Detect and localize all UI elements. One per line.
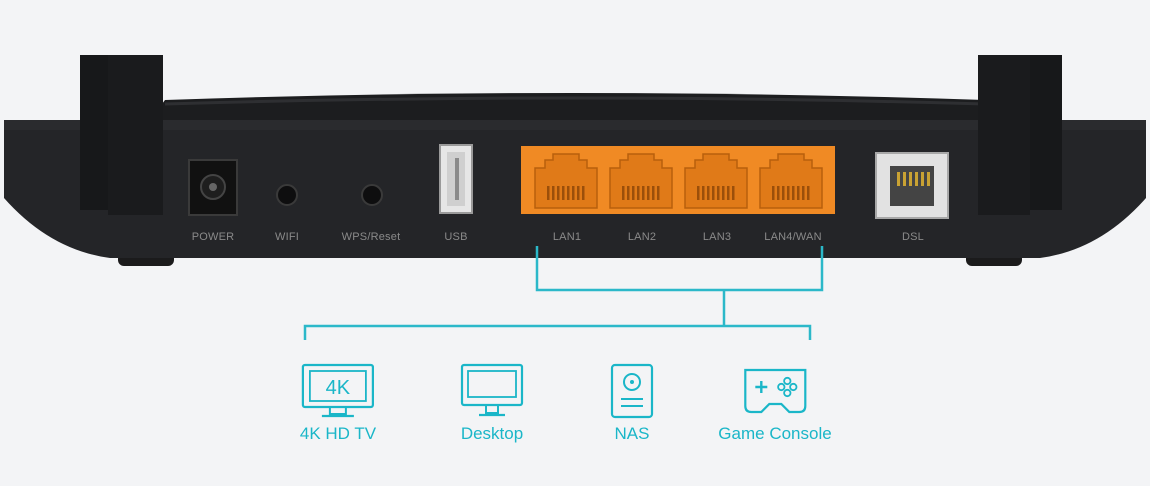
- lan-ports: [534, 153, 823, 209]
- rj45-pin: [627, 186, 630, 200]
- rj45-pin: [727, 186, 730, 200]
- port-label-wifi: WIFI: [274, 231, 300, 243]
- rj45-pin: [652, 186, 655, 200]
- port-label-power: POWER: [191, 231, 235, 243]
- rj45-pin: [562, 186, 565, 200]
- rj45-pin: [572, 186, 575, 200]
- wps-reset-button: [361, 184, 383, 206]
- port-label-dsl: DSL: [902, 231, 924, 243]
- port-label-wps-reset: WPS/Reset: [341, 231, 401, 243]
- rj45-pin: [787, 186, 790, 200]
- rj45-pin: [567, 186, 570, 200]
- rj45-pin: [717, 186, 720, 200]
- rj45-opening: [609, 153, 673, 209]
- nas-icon: [610, 363, 654, 419]
- wifi-button: [276, 184, 298, 206]
- rj45-pin: [642, 186, 645, 200]
- rj45-pin: [582, 186, 585, 200]
- rj45-pin: [552, 186, 555, 200]
- antenna-right-rear: [1030, 55, 1062, 210]
- device-bracket-line: [303, 324, 812, 340]
- rj45-pin: [707, 186, 710, 200]
- port-label-usb: USB: [444, 231, 468, 243]
- device-label-nas: NAS: [614, 424, 650, 443]
- device-game-console: Game Console: [718, 362, 832, 444]
- port-label-lan1: LAN1: [552, 231, 582, 243]
- rj45-pin: [697, 186, 700, 200]
- antenna-left: [108, 55, 163, 215]
- tv-4k-icon: 4K: [301, 363, 375, 418]
- device-label-4k-tv: 4K HD TV: [299, 424, 377, 443]
- rj45-pin: [557, 186, 560, 200]
- rj45-pin: [657, 186, 660, 200]
- rj45-pin: [782, 186, 785, 200]
- device-label-game-console: Game Console: [718, 424, 832, 443]
- rj45-pin: [547, 186, 550, 200]
- rj45-opening: [759, 153, 823, 209]
- desktop-icon: [460, 363, 524, 417]
- port-label-lan4-wan: LAN4/WAN: [764, 231, 822, 243]
- rj45-pin: [722, 186, 725, 200]
- rj45-pin: [622, 186, 625, 200]
- rj45-pin: [777, 186, 780, 200]
- rj45-pin: [702, 186, 705, 200]
- rj45-pin: [577, 186, 580, 200]
- rj45-pin: [772, 186, 775, 200]
- rj45-pin: [647, 186, 650, 200]
- port-label-lan3: LAN3: [702, 231, 732, 243]
- rj45-opening: [684, 153, 748, 209]
- rj45-pin: [637, 186, 640, 200]
- antenna-left-rear: [80, 55, 110, 210]
- rj45-pin: [797, 186, 800, 200]
- rj45-pin: [807, 186, 810, 200]
- port-label-lan2: LAN2: [627, 231, 657, 243]
- tv-icon-text: 4K: [326, 377, 351, 399]
- rj45-pin: [792, 186, 795, 200]
- device-4k-tv: 4K 4K HD TV: [300, 362, 376, 444]
- rj45-pin: [632, 186, 635, 200]
- antenna-right: [978, 55, 1030, 215]
- lan-bracket-line: [535, 246, 824, 292]
- rj45-pin: [732, 186, 735, 200]
- device-desktop: Desktop: [459, 362, 525, 444]
- rj45-pin: [712, 186, 715, 200]
- rj45-opening: [534, 153, 598, 209]
- game-console-icon: [743, 368, 807, 414]
- device-label-desktop: Desktop: [460, 424, 524, 443]
- device-nas: NAS: [609, 362, 655, 444]
- rj45-pin: [802, 186, 805, 200]
